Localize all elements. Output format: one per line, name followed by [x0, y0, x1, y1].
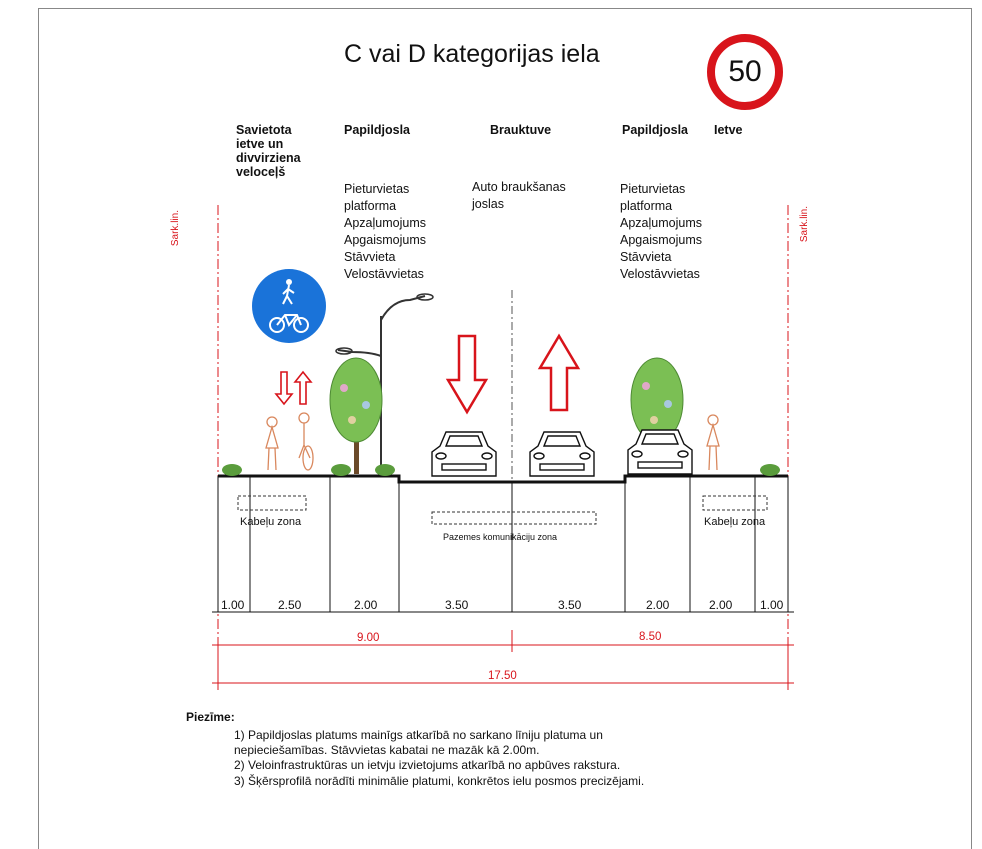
- header-shared-path: Savietota ietve un divvirziena veloceļš: [236, 123, 301, 179]
- total-overall-label: 17.50: [488, 670, 517, 682]
- note-line: 3) Šķērsprofilā norādīti minimālie platu…: [234, 774, 645, 788]
- note-line: nepieciešamības. Stāvvietas kabatai ne m…: [234, 743, 540, 757]
- shared-path-sign-icon: [252, 269, 326, 343]
- car-parked-icon: [627, 429, 693, 475]
- notes-block: Piezīme: 1) Papildjoslas platums mainīgs…: [186, 710, 644, 788]
- pedestrian-right-icon: [706, 414, 720, 471]
- drawing-title: C vai D kategorijas iela: [344, 40, 600, 68]
- width-label: 1.00: [221, 598, 245, 612]
- header-line: ietve un: [236, 137, 284, 151]
- drawing-frame: [38, 8, 972, 849]
- item: platforma: [344, 199, 397, 213]
- total-right-label: 8.50: [639, 631, 662, 643]
- item: Stāvvieta: [620, 250, 672, 264]
- item: Stāvvieta: [344, 250, 396, 264]
- width-label: 3.50: [445, 598, 469, 612]
- tree-left-icon: [329, 357, 383, 474]
- width-label: 2.00: [709, 598, 733, 612]
- bushes-icon: [222, 464, 780, 476]
- two-way-arrows-icon: [274, 370, 313, 406]
- utilities-zone-box: [431, 511, 597, 525]
- arrow-up-icon: [537, 333, 581, 412]
- width-label: 2.50: [278, 598, 302, 612]
- speed-limit-sign: 50: [707, 34, 783, 110]
- header-line: Savietota: [236, 123, 292, 137]
- header-line: divvirziena: [236, 151, 301, 165]
- width-label: 2.00: [354, 598, 378, 612]
- item: Velostāvvietas: [344, 267, 424, 281]
- note-line: 1) Papildjoslas platums mainīgs atkarībā…: [234, 728, 603, 742]
- note-line: 2) Veloinfrastruktūras un ietvju izvieto…: [234, 758, 621, 772]
- header-ietve: Ietve: [714, 123, 743, 137]
- item: Velostāvvietas: [620, 267, 700, 281]
- speed-limit-value: 50: [728, 55, 762, 88]
- item: Apzaļumojums: [620, 216, 702, 230]
- ground-surface: [218, 474, 788, 484]
- width-label: 1.00: [760, 598, 784, 612]
- item: Auto braukšanas: [472, 180, 566, 194]
- item: Pieturvietas: [620, 182, 686, 196]
- car-left-icon: [431, 431, 497, 477]
- header-papildjosla-right: Papildjosla: [622, 123, 688, 137]
- cable-zone-left-label: Kabeļu zona: [240, 516, 302, 528]
- total-left-label: 9.00: [357, 632, 380, 644]
- papildjosla-right-items: Pieturvietas platforma Apzaļumojums Apga…: [620, 181, 702, 283]
- utilities-zone-label: Pazemes komunikāciju zona: [443, 532, 558, 542]
- cable-zone-right-label: Kabeļu zona: [704, 516, 766, 528]
- cyclist-icon: [298, 412, 314, 471]
- header-line: veloceļš: [236, 165, 286, 179]
- brauktuve-items: Auto braukšanas joslas: [472, 179, 566, 213]
- header-brauktuve: Brauktuve: [490, 123, 552, 137]
- car-middle-icon: [529, 431, 595, 477]
- width-label: 3.50: [558, 598, 582, 612]
- item: Apgaismojums: [620, 233, 702, 247]
- notes-heading: Piezīme:: [186, 710, 235, 724]
- arrow-down-icon: [445, 334, 489, 415]
- width-label: 2.00: [646, 598, 670, 612]
- item: Apzaļumojums: [344, 216, 426, 230]
- papildjosla-left-items: Pieturvietas platforma Apzaļumojums Apga…: [344, 181, 426, 283]
- item: platforma: [620, 199, 673, 213]
- item: Apgaismojums: [344, 233, 426, 247]
- pedestrian-icon: [265, 416, 279, 471]
- item: joslas: [472, 197, 504, 211]
- header-papildjosla-left: Papildjosla: [344, 123, 410, 137]
- item: Pieturvietas: [344, 182, 410, 196]
- cable-zone-right-box: [702, 495, 768, 511]
- cable-zone-left-box: [237, 495, 307, 511]
